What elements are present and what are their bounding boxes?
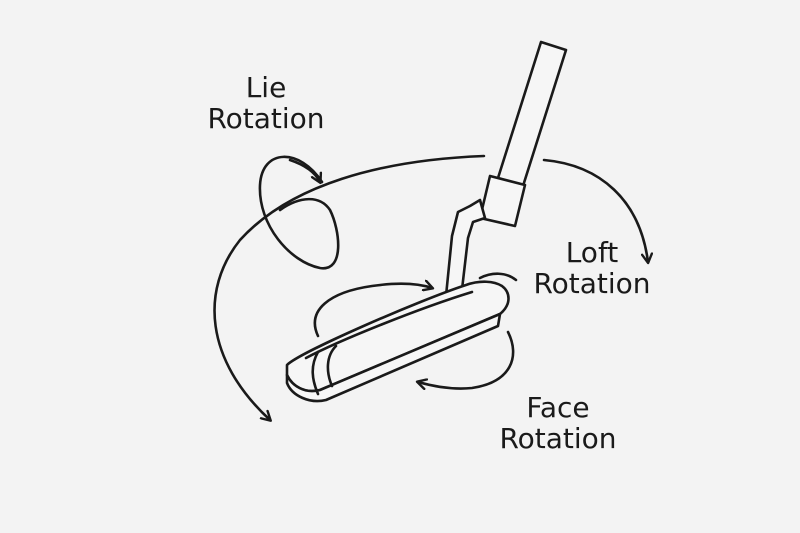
lie-rotation-label-line1: Lie: [245, 71, 287, 104]
lie-rotation-label-line2: Rotation: [207, 102, 325, 135]
loft-rotation-arc: [542, 158, 648, 262]
lie-rotation-arrow: [288, 158, 320, 182]
putter-head-face: [285, 312, 502, 403]
putter-ferrule: [478, 174, 527, 228]
head-top-rotation-arc: [313, 284, 432, 338]
loft-rotation-label-line2: Rotation: [533, 267, 651, 300]
large-rotation-arc: [213, 154, 486, 420]
putter-grip: [496, 40, 568, 188]
face-rotation-label: Face Rotation: [488, 392, 628, 454]
face-rotation-label-line2: Rotation: [499, 422, 617, 455]
lie-rotation-label: Lie Rotation: [196, 72, 336, 134]
loft-rotation-label-line1: Loft: [565, 236, 619, 269]
toe-rotation-arc: [478, 272, 518, 282]
putter-topline: [304, 290, 474, 360]
face-rotation-label-line1: Face: [526, 391, 590, 424]
putter-topline-inner: [311, 350, 320, 396]
loft-rotation-label: Loft Rotation: [522, 237, 662, 299]
lie-rotation-loop: [258, 155, 340, 270]
face-rotation-arc: [418, 330, 515, 389]
putter-head-edge: [326, 344, 338, 388]
